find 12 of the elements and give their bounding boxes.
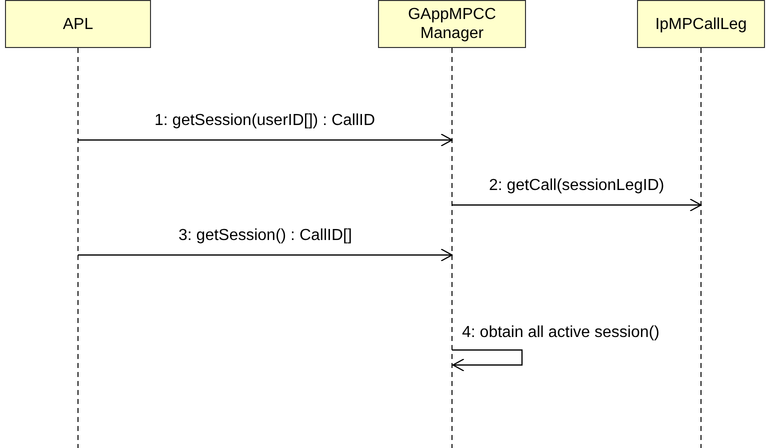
message-arrow	[78, 133, 453, 147]
edge-label: 1: getSession(userID[]) : CallID	[152, 112, 378, 130]
edge-label: 2: getCall(sessionLegID)	[487, 177, 666, 195]
lifeline-head-box: APL	[5, 0, 151, 48]
lifeline-head-box: IpMPCallLeg	[637, 0, 765, 48]
edge-label: 3: getSession() : CallID[]	[176, 227, 354, 245]
lifeline	[5, 0, 151, 448]
message-arrow	[452, 198, 702, 212]
message-arrow	[452, 349, 523, 372]
lifeline-head-box: GAppMPCC Manager	[378, 0, 526, 48]
message-arrow	[78, 248, 453, 262]
edge-label: 4: obtain all active session()	[460, 324, 662, 342]
